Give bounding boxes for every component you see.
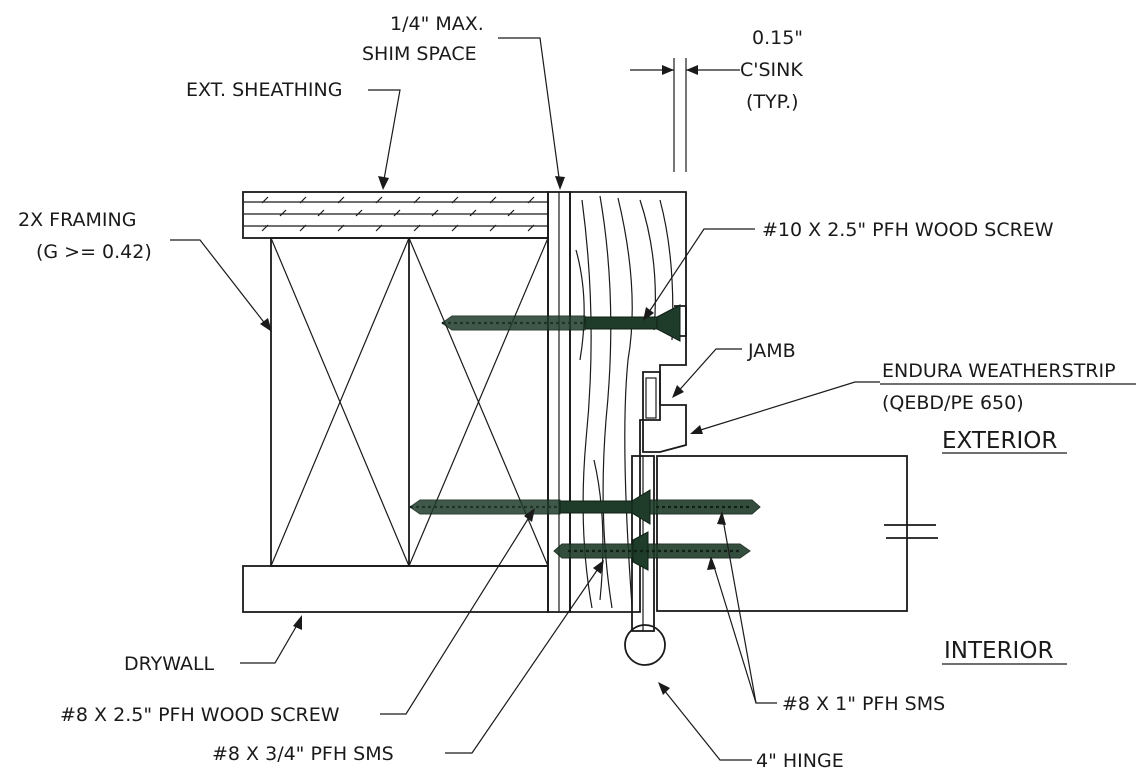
label-shim-space-2: SHIM SPACE (362, 43, 477, 65)
label-weatherstrip-2: (QEBD/PE 650) (882, 392, 1024, 414)
screw-10-wood (441, 304, 681, 342)
label-ext-sheathing: EXT. SHEATHING (186, 79, 342, 101)
label-sms-8-1in: #8 X 1" PFH SMS (782, 693, 945, 715)
screw-8-sms-34in (553, 531, 751, 571)
label-drywall: DRYWALL (124, 653, 215, 675)
label-csink-2: C'SINK (740, 59, 803, 81)
labels: 1/4" MAX. SHIM SPACE 0.15" C'SINK (TYP.)… (18, 13, 1116, 772)
screw-8-sms-1in (649, 499, 761, 515)
weatherstrip (642, 371, 687, 453)
label-exterior: EXTERIOR (942, 428, 1057, 454)
label-csink-3: (TYP.) (746, 91, 799, 113)
label-csink-1: 0.15" (752, 27, 803, 49)
exterior-sheathing (242, 191, 549, 239)
door-panel (656, 455, 938, 612)
label-wood-screw-8: #8 X 2.5" PFH WOOD SCREW (60, 704, 340, 726)
label-framing-1: 2X FRAMING (18, 209, 136, 231)
label-jamb: JAMB (747, 340, 796, 362)
label-wood-screw-10: #10 X 2.5" PFH WOOD SCREW (762, 219, 1054, 241)
framing-studs (270, 237, 549, 567)
label-shim-space-1: 1/4" MAX. (390, 13, 484, 35)
drywall (242, 565, 549, 613)
label-weatherstrip-1: ENDURA WEATHERSTRIP (882, 360, 1116, 382)
arrowheads (260, 65, 726, 695)
leader-lines (170, 37, 1136, 761)
label-sms-8-34in: #8 X 3/4" PFH SMS (212, 743, 394, 765)
label-interior: INTERIOR (944, 638, 1053, 664)
label-framing-2: (G >= 0.42) (36, 241, 152, 263)
screw-8-wood (409, 489, 651, 525)
label-hinge: 4" HINGE (756, 750, 844, 772)
